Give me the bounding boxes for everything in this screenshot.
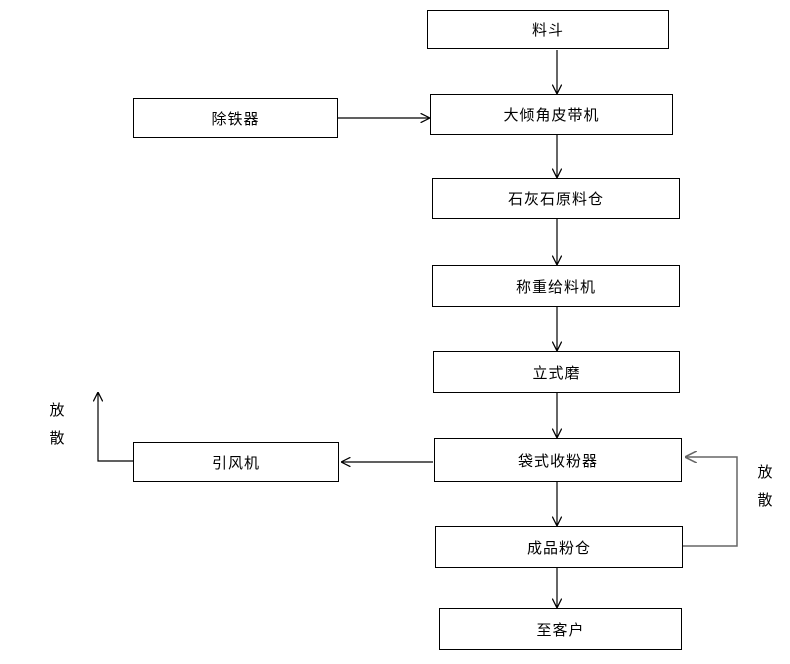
vent-label-left-char-1: 放 — [49, 401, 65, 419]
node-limestone-silo-label: 石灰石原料仓 — [507, 190, 604, 208]
node-hopper: 料斗 — [427, 10, 669, 49]
node-belt-conveyor: 大倾角皮带机 — [430, 94, 673, 135]
node-to-customer-label: 至客户 — [536, 620, 585, 639]
node-vertical-mill: 立式磨 — [433, 351, 680, 393]
node-vertical-mill-label: 立式磨 — [532, 363, 581, 382]
node-hopper-label: 料斗 — [531, 21, 564, 39]
node-bag-collector: 袋式收粉器 — [434, 438, 682, 482]
arrow-return-to-collector — [683, 457, 738, 547]
vent-label-right-char-1: 放 — [757, 463, 773, 481]
node-limestone-silo: 石灰石原料仓 — [432, 178, 680, 219]
node-belt-conveyor-label: 大倾角皮带机 — [503, 106, 600, 124]
node-induced-fan: 引风机 — [133, 442, 339, 482]
node-iron-remover: 除铁器 — [133, 98, 338, 138]
vent-label-right-char-2: 散 — [757, 491, 773, 509]
node-to-customer: 至客户 — [439, 608, 682, 650]
vent-label-right: 放 散 — [755, 458, 775, 514]
node-induced-fan-label: 引风机 — [211, 453, 260, 472]
node-weigh-feeder: 称重给料机 — [432, 265, 680, 307]
node-product-silo-label: 成品粉仓 — [526, 538, 591, 557]
node-weigh-feeder-label: 称重给料机 — [515, 277, 596, 296]
vent-label-left-char-2: 散 — [49, 429, 65, 447]
node-iron-remover-label: 除铁器 — [211, 109, 260, 128]
node-product-silo: 成品粉仓 — [435, 526, 683, 568]
arrow-fan-vent — [98, 393, 133, 462]
vent-label-left: 放 散 — [47, 396, 67, 452]
node-bag-collector-label: 袋式收粉器 — [517, 451, 598, 470]
